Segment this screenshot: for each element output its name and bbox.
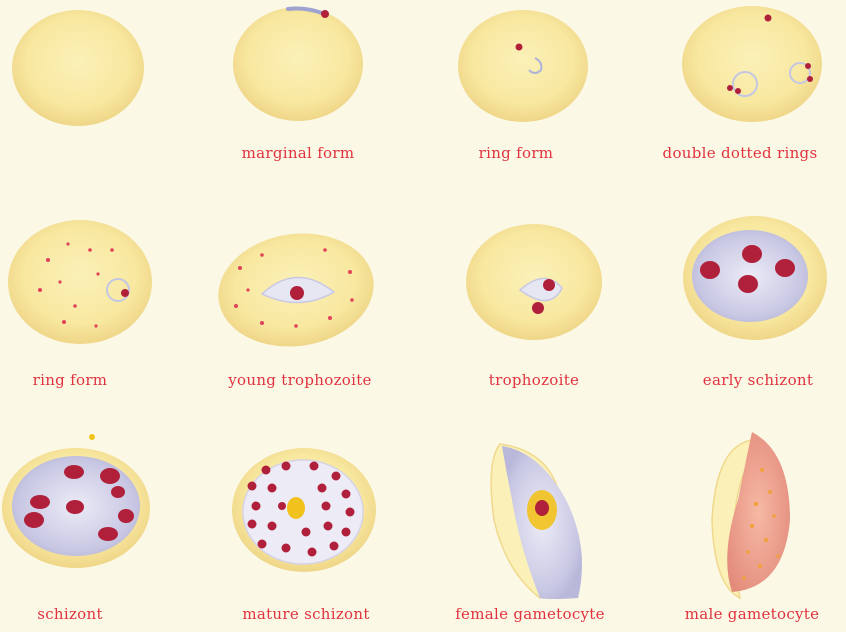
chromatin-dot — [321, 10, 329, 18]
label-mature-schizont: mature schizont — [242, 605, 369, 623]
cell-ring-form-1 — [458, 10, 588, 122]
chromatin-dot — [121, 289, 129, 297]
label-schizont: schizont — [37, 605, 103, 623]
cell-mature-schizont — [232, 448, 376, 572]
chromatin-dot — [290, 286, 304, 300]
chromatin-dot — [543, 279, 555, 291]
pigment-mass — [287, 497, 305, 519]
cell-double-dotted-rings — [682, 6, 822, 122]
label-trophozoite: trophozoite — [489, 371, 579, 389]
label-female-gametocyte: female gametocyte — [455, 605, 605, 623]
gametocyte-nucleus — [535, 500, 549, 516]
cell-early-schizont — [683, 216, 827, 340]
cell-marginal-form — [233, 7, 363, 121]
cell-female-gametocyte — [491, 444, 582, 599]
label-ring-form-1: ring form — [479, 144, 554, 162]
label-early-schizont: early schizont — [703, 371, 813, 389]
cell-young-trophozoite — [211, 224, 381, 357]
cell-trophozoite — [466, 224, 602, 340]
chromatin-dot — [765, 15, 772, 22]
cell-blank — [12, 10, 144, 126]
label-ring-form-2: ring form — [33, 371, 108, 389]
label-double-dotted-rings: double dotted rings — [663, 144, 818, 162]
chromatin-dot — [532, 302, 544, 314]
cell-male-gametocyte — [712, 432, 790, 598]
label-young-trophozoite: young trophozoite — [228, 371, 371, 389]
pigment-speck — [89, 434, 95, 440]
cell-schizont — [2, 434, 150, 568]
chromatin-dot — [516, 44, 523, 51]
cell-ring-form-2 — [8, 220, 152, 344]
label-male-gametocyte: male gametocyte — [685, 605, 820, 623]
label-marginal-form: marginal form — [242, 144, 355, 162]
